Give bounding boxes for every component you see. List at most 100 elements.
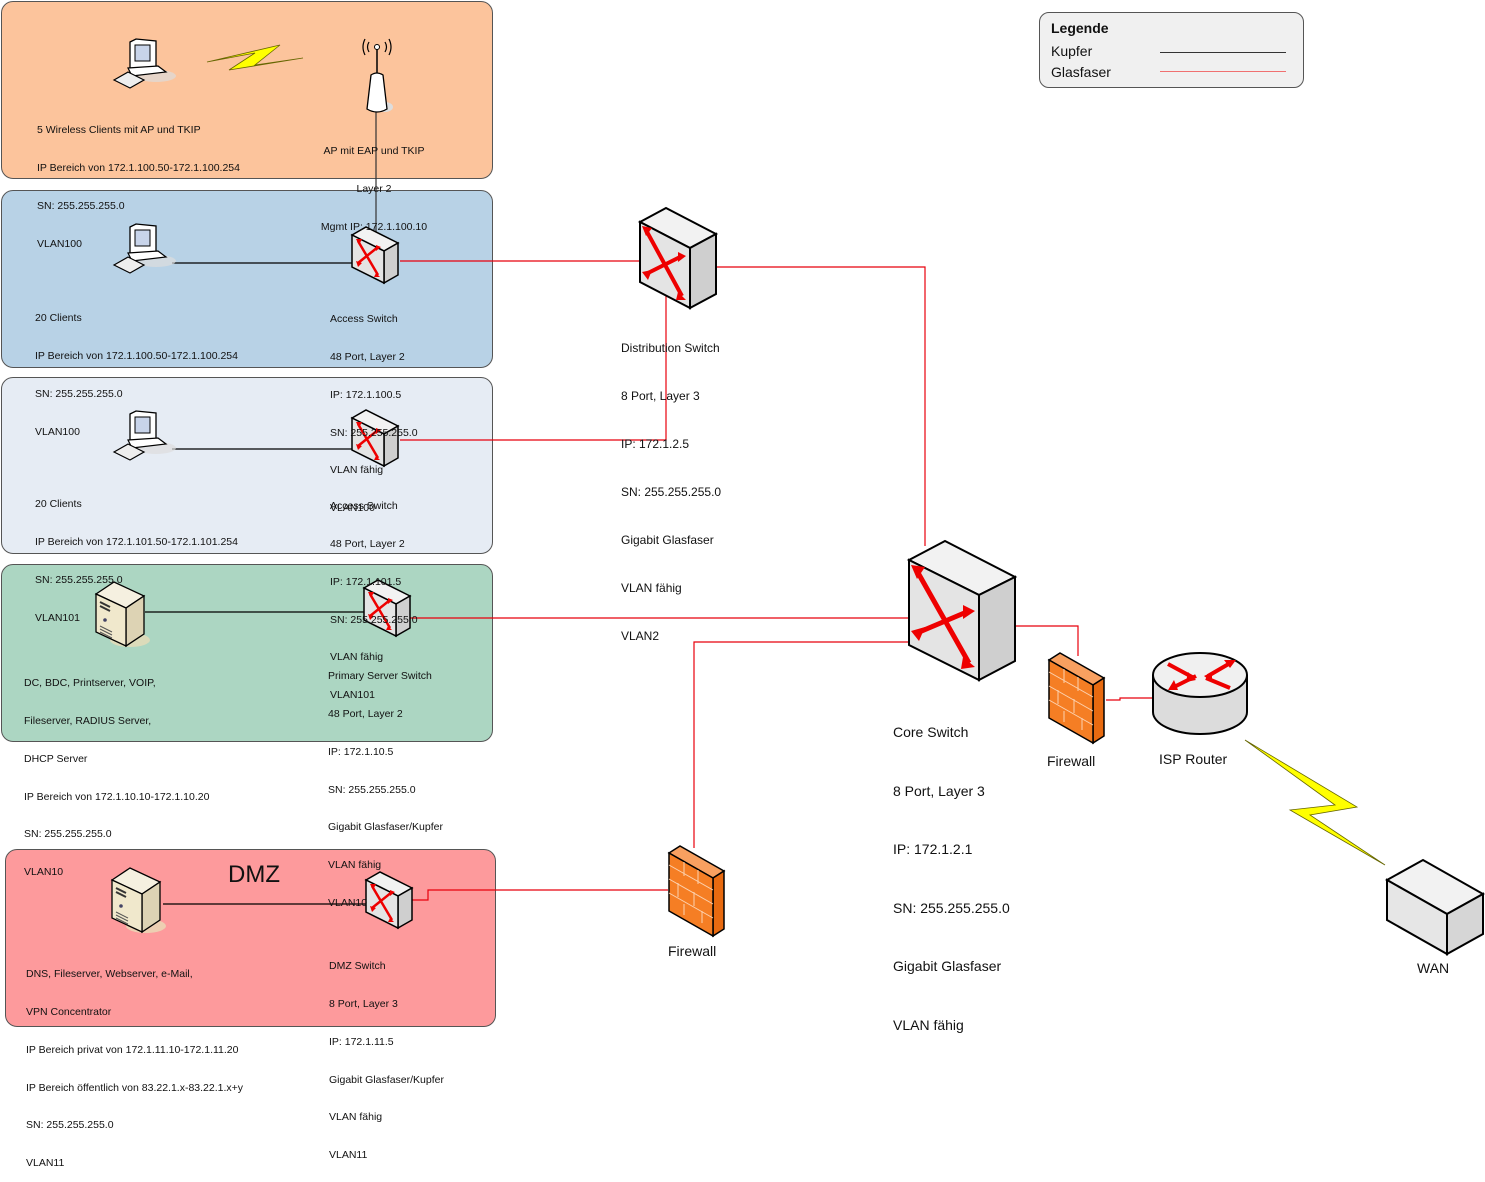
label-line: DHCP Server [24, 752, 88, 765]
label-line: Gigabit Glasfaser [893, 958, 1002, 974]
isp-router-label: ISP Router [1159, 751, 1228, 767]
label-line: SN: 255.255.255.0 [26, 1119, 114, 1132]
fiber-link-core-dmzfw [693, 641, 914, 848]
dmz-title: DMZ [228, 861, 280, 888]
label-line: Gigabit Glasfaser [621, 533, 714, 547]
legend-swatch-fiber [1160, 71, 1286, 72]
label-line: AP mit EAP und TKIP [323, 145, 425, 158]
dmz-servers-label: DNS, Fileserver, Webserver, e-Mail, VPN … [26, 943, 243, 1182]
label-line: VLAN fähig [328, 859, 382, 872]
distribution-switch-label: Distribution Switch 8 Port, Layer 3 IP: … [621, 308, 721, 660]
wireless-link-lightning-icon [206, 44, 304, 71]
access-point-label: AP mit EAP und TKIP Layer 2 Mgmt IP: 172… [316, 120, 432, 246]
zone-server [1, 564, 493, 742]
label-line: Core Switch [893, 724, 969, 740]
zone-wireless [1, 1, 493, 179]
access-switch-vlan100-label: Access Switch 48 Port, Layer 2 IP: 172.1… [330, 288, 418, 527]
label-line: 48 Port, Layer 2 [328, 707, 403, 720]
distribution-switch-icon [637, 206, 719, 310]
label-line: VLAN fähig [330, 464, 384, 477]
label-line: IP: 172.1.101.5 [330, 575, 402, 588]
label-line: VLAN100 [35, 425, 80, 438]
legend-swatch-copper [1160, 52, 1286, 53]
label-line: SN: 255.255.255.0 [893, 899, 1010, 916]
label-line: 8 Port, Layer 3 [329, 997, 398, 1010]
label-line: 20 Clients [35, 312, 82, 325]
label-line: SN: 255.255.255.0 [330, 426, 418, 439]
wireless-client-pc-icon [112, 38, 176, 89]
servers-label: DC, BDC, Printserver, VOIP, Fileserver, … [24, 652, 209, 891]
zone-dmz [5, 849, 496, 1027]
legend: Legende Kupfer Glasfaser [1039, 12, 1304, 88]
label-line: IP Bereich von 172.1.10.10-172.1.10.20 [24, 790, 210, 803]
legend-title: Legende [1051, 20, 1109, 36]
client-pc-icon-vlan101 [112, 410, 176, 461]
label-line: VLAN2 [621, 629, 660, 643]
access-point-icon [362, 38, 393, 113]
label-line: 5 Wireless Clients mit AP und TKIP [37, 124, 201, 137]
label-line: Primary Server Switch [328, 670, 432, 683]
wan-link-lightning-icon [1244, 739, 1386, 866]
server-switch-label: Primary Server Switch 48 Port, Layer 2 I… [328, 645, 443, 922]
label-line: VLAN11 [329, 1149, 368, 1162]
label-line: Gigabit Glasfaser/Kupfer [329, 1073, 444, 1086]
label-line: IP: 172.1.100.5 [330, 388, 402, 401]
label-line: IP Bereich von 172.1.100.50-172.1.100.25… [35, 349, 238, 362]
label-line: SN: 255.255.255.0 [24, 828, 112, 841]
dmz-server-tower-icon [110, 867, 166, 934]
zone-vlan101 [1, 377, 493, 554]
label-line: IP Bereich von 172.1.101.50-172.1.101.25… [35, 535, 238, 548]
wan-cloud-box-icon [1385, 858, 1485, 956]
label-line: Access Switch [330, 500, 398, 513]
access-switch-vlan101-label: Access Switch 48 Port, Layer 2 IP: 172.1… [330, 475, 418, 714]
label-line: IP: 172.1.2.5 [621, 437, 690, 451]
legend-label-copper: Kupfer [1051, 43, 1093, 59]
label-line: VPN Concentrator [26, 1005, 112, 1018]
label-line: DNS, Fileserver, Webserver, e-Mail, [26, 968, 193, 981]
label-line: SN: 255.255.255.0 [35, 387, 123, 400]
label-line: 8 Port, Layer 3 [893, 782, 985, 799]
core-firewall-label: Firewall [1047, 753, 1096, 769]
label-line: IP Bereich öffentlich von 83.22.1.x-83.2… [26, 1081, 244, 1094]
isp-router-icon [1152, 652, 1248, 735]
zone-vlan100 [1, 190, 493, 368]
access-switch-icon-vlan100 [350, 226, 400, 285]
client-pc-icon-vlan100 [112, 223, 176, 274]
wan-label: WAN [1417, 960, 1450, 976]
label-line: Layer 2 [356, 182, 392, 195]
core-switch-icon [906, 539, 1018, 682]
dmz-switch-icon [364, 871, 414, 930]
core-switch-label: Core Switch 8 Port, Layer 3 IP: 172.1.2.… [893, 684, 1010, 1055]
label-line: SN: 255.255.255.0 [621, 485, 722, 499]
label-line: Access Switch [330, 313, 398, 326]
label-line: IP: 172.1.2.1 [893, 841, 973, 857]
label-line: IP Bereich privat von 172.1.11.10-172.1.… [26, 1043, 239, 1056]
label-line: VLAN100 [330, 502, 375, 515]
label-line: VLAN100 [37, 237, 82, 250]
label-line: VLAN10 [328, 896, 368, 909]
label-line: DC, BDC, Printserver, VOIP, [24, 677, 156, 690]
label-line: VLAN fähig [330, 651, 384, 664]
dmz-switch-label: DMZ Switch 8 Port, Layer 3 IP: 172.1.11.… [329, 935, 444, 1174]
wireless-clients-label: 5 Wireless Clients mit AP und TKIP IP Be… [37, 99, 240, 263]
label-line: IP Bereich von 172.1.100.50-172.1.100.25… [37, 161, 240, 174]
label-line: IP: 172.1.11.5 [329, 1035, 394, 1048]
label-line: VLAN11 [26, 1157, 65, 1170]
server-tower-icon [94, 581, 150, 648]
label-line: SN: 255.255.255.0 [330, 613, 418, 626]
label-line: SN: 255.255.255.0 [35, 573, 123, 586]
label-line: IP: 172.1.10.5 [328, 745, 394, 758]
label-line: 20 Clients [35, 498, 82, 511]
fiber-link-dmzfw-dmzswitch [410, 889, 668, 901]
label-line: Distribution Switch [621, 341, 720, 355]
label-line: DMZ Switch [329, 960, 386, 973]
label-line: VLAN fähig [621, 581, 682, 595]
label-line: VLAN101 [35, 611, 80, 624]
dmz-firewall-label: Firewall [668, 943, 717, 959]
label-line: SN: 255.255.255.0 [328, 783, 416, 796]
label-line: VLAN fähig [893, 1016, 964, 1033]
fiber-link-access101-dist [400, 280, 667, 441]
label-line: Fileserver, RADIUS Server, [24, 714, 152, 727]
label-line: VLAN fähig [329, 1111, 383, 1124]
label-line: 8 Port, Layer 3 [621, 389, 700, 403]
